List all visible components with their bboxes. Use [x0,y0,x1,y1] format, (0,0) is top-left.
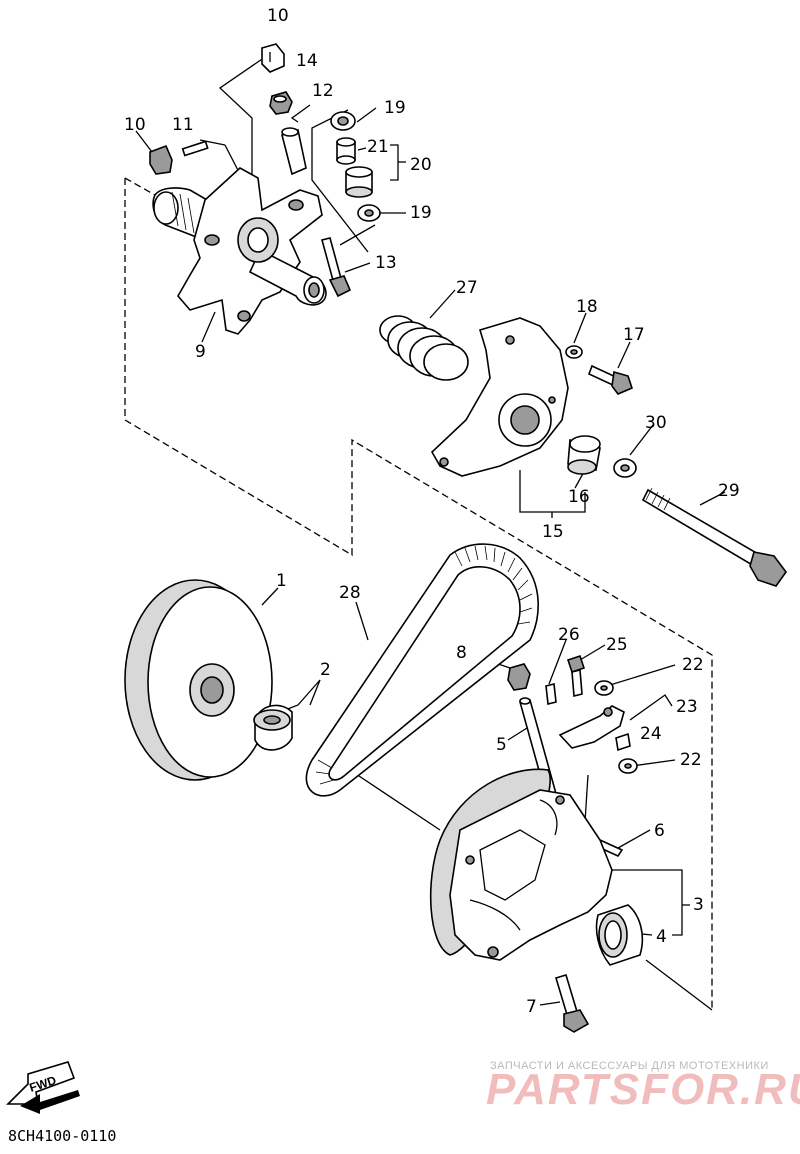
part-22-washer-bottom [618,758,638,774]
part-27-spring [379,315,469,381]
callout-30: 30 [645,413,667,433]
callout-12: 12 [312,81,334,101]
callout-25: 25 [606,635,628,655]
callout-28: 28 [339,583,361,603]
callout-10-left: 10 [124,115,146,135]
part-7-bolt [555,974,590,1033]
fwd-arrow: FWD [6,1061,80,1114]
callout-20: 20 [410,155,432,175]
callout-21: 21 [367,137,389,157]
part-14-nut [269,91,293,115]
callout-16: 16 [568,487,590,507]
part-19-washer-bottom [357,204,381,222]
part-1-fixed-sheave [124,579,273,781]
part-25-bolt [566,654,586,698]
part-21-collar [336,137,356,165]
callout-17: 17 [623,325,645,345]
callout-24: 24 [640,724,662,744]
part-10-clip-top [261,43,285,73]
part-16-bushing [567,435,601,475]
callout-22-top: 22 [682,655,704,675]
callout-labels: 10 14 12 19 10 11 21 20 19 13 27 18 17 9… [124,6,740,1017]
part-15-cover [430,317,569,477]
part-19-washer-top [330,111,356,131]
callout-5: 5 [496,735,507,755]
callout-10-top: 10 [267,6,289,26]
part-2-collar [253,704,293,751]
callout-9: 9 [195,342,206,362]
callout-8: 8 [456,643,467,663]
callout-23: 23 [676,697,698,717]
part-10-clip-left [149,144,173,175]
callout-15: 15 [542,522,564,542]
part-28-drive-belt [305,543,539,797]
callout-18: 18 [576,297,598,317]
part-30-washer [613,458,637,478]
callout-4: 4 [656,927,667,947]
part-20-roller [345,166,373,198]
callout-2: 2 [320,660,331,680]
part-23-arm [558,705,625,749]
part-18-washer [565,345,583,359]
part-22-washer-top [594,680,614,696]
callout-27: 27 [456,278,478,298]
callout-19-top: 19 [384,98,406,118]
part-29-long-bolt [641,487,787,587]
callout-11: 11 [172,115,194,135]
watermark: ЗАПЧАСТИ И АКСЕССУАРЫ ДЛЯ МОТОТЕХНИКИ PA… [486,1060,800,1114]
watermark-logo: PARTSFOR.RU [486,1065,800,1114]
callout-6: 6 [654,821,665,841]
diagram-code: 8CH4100-0110 [8,1127,116,1145]
part-3-movable-sheave [429,768,613,961]
callout-13: 13 [375,253,397,273]
callout-26: 26 [558,625,580,645]
callout-14: 14 [296,51,318,71]
part-24-roller [615,732,631,752]
watermark-subtitle: ЗАПЧАСТИ И АКСЕССУАРЫ ДЛЯ МОТОТЕХНИКИ [490,1060,769,1072]
callout-3: 3 [693,895,704,915]
callout-19-bottom: 19 [410,203,432,223]
part-26-pin [545,683,557,705]
part-11-pin [181,140,209,157]
callout-7: 7 [526,997,537,1017]
callout-29: 29 [718,481,740,501]
part-17-bolt [587,364,633,395]
callout-22-bottom: 22 [680,750,702,770]
part-9-spider-shaft [152,167,327,335]
part-8-nut [507,663,531,691]
leader-lines [124,54,726,1011]
part-12-pin [281,127,307,176]
callout-1: 1 [276,571,287,591]
part-4-bushing [595,904,644,966]
part-13-bolt [321,237,352,298]
